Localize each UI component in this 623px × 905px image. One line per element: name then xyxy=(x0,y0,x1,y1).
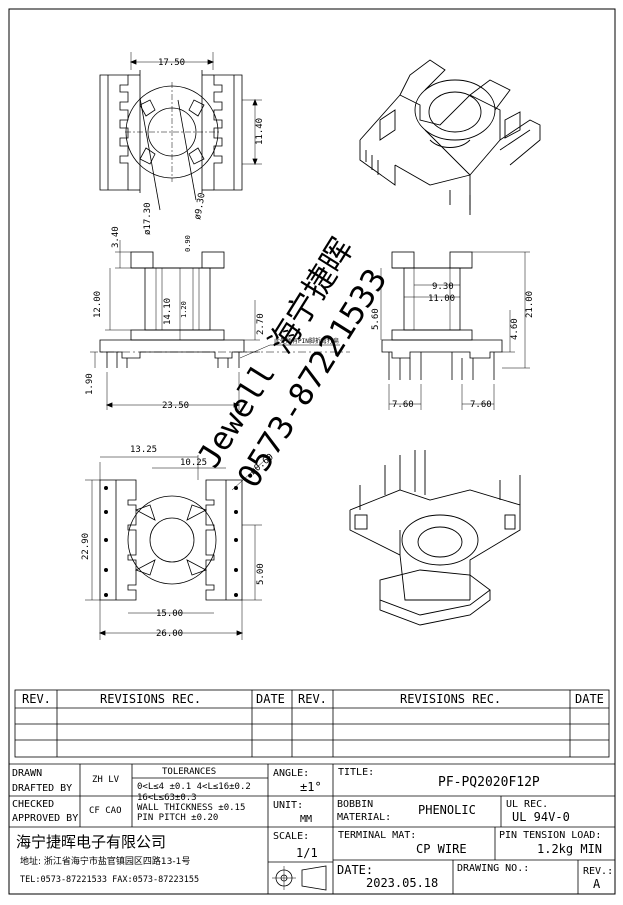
isometric-view-bottom xyxy=(349,450,521,626)
drafted-label: DRAFTED BY xyxy=(12,783,73,794)
dim-front-12-00: 12.00 xyxy=(93,291,103,318)
drafted-value: ZH LV xyxy=(92,775,120,785)
company-address: 地址: 浙江省海宁市盐官镇园区四路13-1号 xyxy=(20,857,191,867)
bottom-right-comb xyxy=(205,479,243,601)
tolerance-line-2: 16<L≤63±0.3 xyxy=(137,793,197,803)
dim-top-dia-inner: ø9.30 xyxy=(193,192,208,220)
dim-side-5-60: 5.60 xyxy=(371,308,381,330)
date-header-1: DATE xyxy=(256,692,285,706)
front-pins xyxy=(106,352,240,368)
dim-side-9-30: 9.30 xyxy=(432,282,454,292)
dim-bot-5-00: 5.00 xyxy=(256,563,266,585)
unit-value: MM xyxy=(300,814,313,825)
tolerance-line-4: PIN PITCH ±0.20 xyxy=(137,813,219,823)
dim-front-14-10: 14.10 xyxy=(163,298,173,325)
pin-tension-value: 1.2kg MIN xyxy=(537,842,603,856)
top-view-left-comb xyxy=(99,70,141,193)
rev-value: A xyxy=(593,877,601,891)
ul-rec-value: UL 94V-0 xyxy=(512,810,570,824)
company-contact: TEL:0573-87221533 FAX:0573-87223155 xyxy=(20,875,200,885)
ul-rec-label: UL REC. xyxy=(506,799,549,810)
dim-front-1-90: 1.90 xyxy=(85,373,95,395)
watermark: Jewell 海宁捷晖 0573-87221533 xyxy=(190,231,395,494)
dim-top-width: 17.50 xyxy=(158,58,185,68)
company-name: 海宁捷晖电子有限公司 xyxy=(16,833,167,851)
dim-top-height: 11.40 xyxy=(255,118,265,145)
rec-header-2: REVISIONS REC. xyxy=(400,692,502,706)
dim-bot-10-25: 10.25 xyxy=(180,458,207,468)
dim-bot-15-00: 15.00 xyxy=(156,609,183,619)
dim-side-4-60: 4.60 xyxy=(510,318,520,340)
rev-label: REV.: xyxy=(583,866,614,877)
date-label: DATE: xyxy=(337,863,374,877)
side-view xyxy=(380,251,530,410)
outer-border xyxy=(8,8,616,895)
top-view-right-comb xyxy=(201,70,243,193)
dim-front-1-20: 1.20 xyxy=(180,301,188,318)
pin-tension-label: PIN TENSION LOAD: xyxy=(499,830,602,841)
tolerance-line-3: WALL THICKNESS ±0.15 xyxy=(137,803,246,813)
unit-label: UNIT: xyxy=(273,800,304,811)
angle-value: ±1° xyxy=(300,780,322,794)
rev-header-2: REV. xyxy=(298,692,327,706)
annotation-leader xyxy=(239,344,340,359)
terminal-label: TERMINAL MAT: xyxy=(338,830,417,841)
dim-front-2-70: 2.70 xyxy=(256,313,266,335)
bobbin-label-2: MATERIAL: xyxy=(337,812,392,823)
dim-side-11-00: 11.00 xyxy=(428,294,455,304)
title-block-grid xyxy=(9,763,615,894)
title-label: TITLE: xyxy=(338,767,375,778)
dim-bot-13-25: 13.25 xyxy=(130,445,157,455)
dim-side-21-00: 21.00 xyxy=(525,291,535,318)
bobbin-value: PHENOLIC xyxy=(418,803,476,817)
date-value: 2023.05.18 xyxy=(366,876,439,890)
dim-front-0-90: 0.90 xyxy=(184,235,192,252)
angle-label: ANGLE: xyxy=(273,768,310,779)
approved-label: APPROVED BY xyxy=(12,813,79,824)
terminal-value: CP WIRE xyxy=(416,842,467,856)
date-header-2: DATE xyxy=(575,692,604,706)
checked-label: CHECKED xyxy=(12,799,55,810)
dim-bot-22-90: 22.90 xyxy=(81,533,91,560)
bottom-view xyxy=(85,455,266,640)
approved-value: CF CAO xyxy=(89,806,122,816)
isometric-view-top xyxy=(359,59,541,215)
scale-label: SCALE: xyxy=(273,831,310,842)
dim-side-7-60b: 7.60 xyxy=(470,400,492,410)
scale-value: 1/1 xyxy=(296,846,318,860)
dim-front-3-40: 3.40 xyxy=(111,226,121,248)
bottom-left-comb xyxy=(99,479,137,601)
front-view xyxy=(90,240,350,410)
dim-bot-26-00: 26.00 xyxy=(156,629,183,639)
rev-header-1: REV. xyxy=(22,692,51,706)
front-core xyxy=(144,267,211,331)
tolerance-line-1: 0<L≤4 ±0.1 4<L≤16±0.2 xyxy=(137,782,251,792)
bottom-pin-dots xyxy=(104,486,238,597)
dim-side-7-60a: 7.60 xyxy=(392,400,414,410)
title-value: PF-PQ2020F12P xyxy=(438,775,540,790)
drawing-no-label: DRAWING NO.: xyxy=(457,863,530,874)
revision-table xyxy=(14,689,610,758)
side-pins xyxy=(388,352,495,380)
bobbin-label-1: BOBBIN xyxy=(337,799,374,810)
drawn-label: DRAWN xyxy=(12,768,43,779)
tolerances-label: TOLERANCES xyxy=(162,767,217,777)
dim-top-dia-outer: ø17.30 xyxy=(143,202,153,235)
annotation-note: 此处所有PIN脚折弯打扁 xyxy=(274,337,339,345)
rec-header-1: REVISIONS REC. xyxy=(100,692,202,706)
dim-front-23-50: 23.50 xyxy=(162,401,189,411)
top-view xyxy=(99,52,262,211)
